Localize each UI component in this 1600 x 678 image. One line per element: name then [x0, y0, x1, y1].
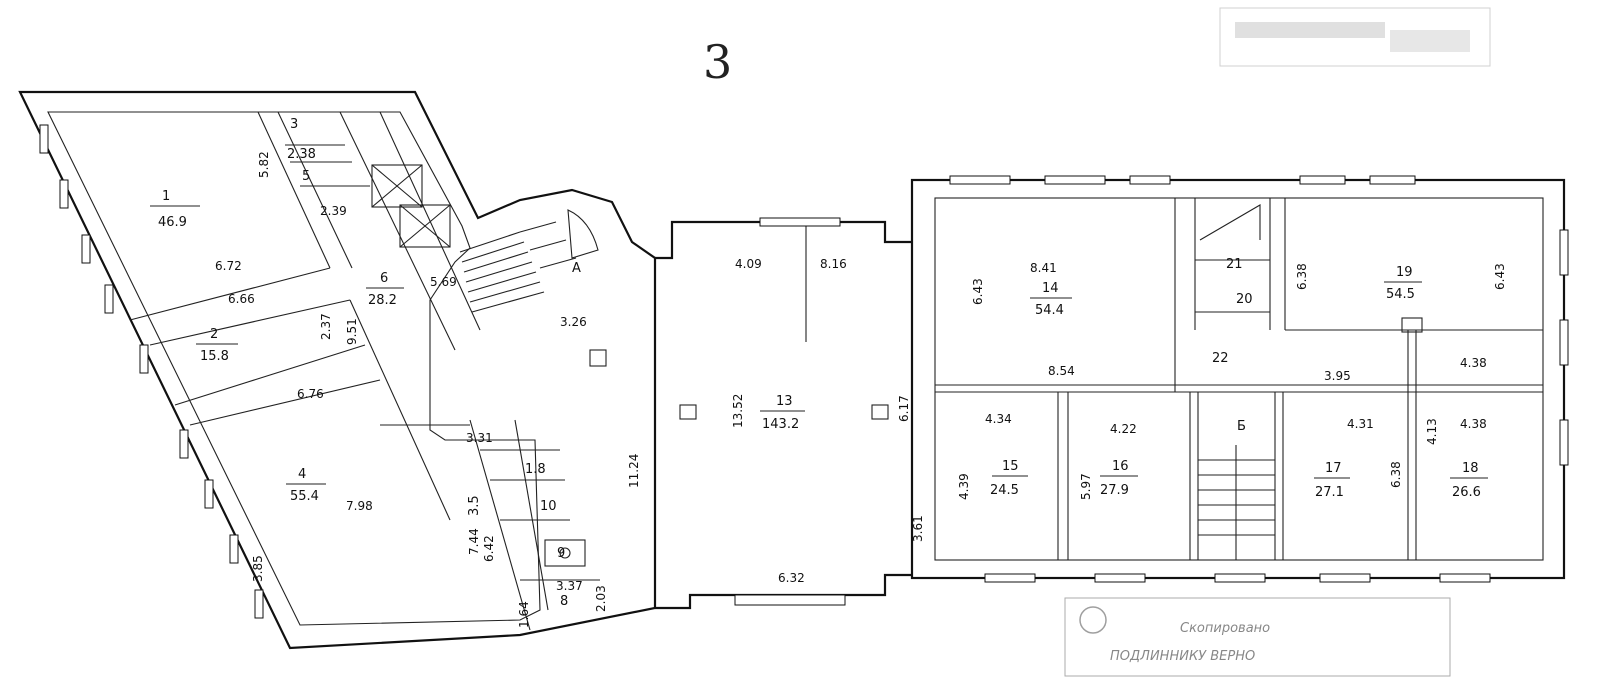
stair-a-label: A [572, 261, 581, 276]
room-17-area: 27.1 [1315, 485, 1344, 500]
dim-4-34: 4.34 [985, 412, 1012, 426]
stamp-line-2: ПОДЛИННИКУ ВЕРНО [1110, 649, 1255, 664]
dim-4-39: 4.39 [957, 473, 971, 500]
hall-13 [655, 217, 912, 610]
dim-4-22: 4.22 [1110, 422, 1137, 436]
dim-3-37: 3.37 [556, 579, 583, 593]
room-3-number: 3 [290, 117, 298, 132]
bottom-stamp: Скопировано ПОДЛИННИКУ ВЕРНО [1064, 597, 1451, 677]
dim-6-43-right: 6.43 [1493, 263, 1507, 290]
room-3-area: 2.38 [287, 147, 316, 162]
dim-11-24: 11.24 [627, 454, 641, 488]
room-7-area: 3.5 [467, 495, 482, 516]
left-windows [39, 124, 264, 619]
stamp-line-1: Скопировано [1180, 621, 1270, 636]
dim-3-95: 3.95 [1324, 369, 1351, 383]
room-20-number: 20 [1236, 292, 1253, 307]
room-2-number: 2 [210, 327, 218, 342]
dim-3-26: 3.26 [560, 315, 587, 329]
dim-2-39: 2.39 [320, 204, 347, 218]
room-5-number: 5 [302, 169, 310, 184]
dim-6-66: 6.66 [228, 292, 255, 306]
dim-6-38-top: 6.38 [1295, 263, 1309, 290]
room-4-number: 4 [298, 467, 306, 482]
dim-3-85: 3.85 [251, 555, 265, 582]
stair-a-treads [459, 221, 577, 313]
dim-13-52: 13.52 [731, 394, 745, 428]
room-6-area: 28.2 [368, 293, 397, 308]
room-21-number: 21 [1226, 257, 1243, 272]
room-1-number: 1 [162, 189, 170, 204]
dim-6-43-left: 6.43 [971, 278, 985, 305]
dim-5-97: 5.97 [1079, 473, 1093, 500]
sheet-number: 3 [703, 35, 732, 89]
dim-1-64: 1.64 [517, 601, 531, 628]
top-stamp [1219, 7, 1491, 67]
dim-4-38-bottom: 4.38 [1460, 417, 1487, 431]
dim-2-03: 2.03 [594, 585, 608, 612]
room-16-number: 16 [1112, 459, 1129, 474]
dim-4-38-top: 4.38 [1460, 356, 1487, 370]
room-17-number: 17 [1325, 461, 1342, 476]
room-15-area: 24.5 [990, 483, 1019, 498]
room-4-area: 55.4 [290, 489, 319, 504]
room-14-number: 14 [1042, 281, 1059, 296]
room-14-area: 54.4 [1035, 303, 1064, 318]
room-22-number: 22 [1212, 351, 1229, 366]
room-1-area: 46.9 [158, 215, 187, 230]
stair-b-treads [1198, 445, 1275, 560]
dim-9-51: 9.51 [345, 318, 359, 345]
dim-7-98: 7.98 [346, 499, 373, 513]
room-2-area: 15.8 [200, 349, 229, 364]
dim-5-69: 5.69 [430, 275, 457, 289]
room-13-number: 13 [776, 394, 793, 409]
room-18-area: 26.6 [1452, 485, 1481, 500]
dim-4-09: 4.09 [735, 257, 762, 271]
room-11-area: 1.8 [525, 462, 546, 477]
right-wing [910, 175, 1569, 583]
room-19-area: 54.5 [1386, 287, 1415, 302]
dim-8-54: 8.54 [1048, 364, 1075, 378]
dimension-labels: 6.72 5.82 2.39 6.66 2.37 9.51 5.69 6.76 … [215, 151, 1507, 628]
dim-7-44: 7.44 [467, 528, 481, 555]
dim-3-61: 3.61 [911, 515, 925, 542]
left-wing [18, 90, 657, 650]
room-labels: 1 46.9 2 15.8 3 2.38 4 55.4 5 6 28.2 3.5… [150, 117, 1488, 609]
room-10-number: 10 [540, 499, 557, 514]
room-8-number: 8 [560, 594, 568, 609]
room-15-number: 15 [1002, 459, 1019, 474]
dim-3-31: 3.31 [466, 431, 493, 445]
dim-6-17: 6.17 [897, 395, 911, 422]
room-6-number: 6 [380, 271, 388, 286]
dim-6-38-bottom: 6.38 [1389, 461, 1403, 488]
room-19-number: 19 [1396, 265, 1413, 280]
dim-6-76: 6.76 [297, 387, 324, 401]
room-13-area: 143.2 [762, 417, 799, 432]
room-16-area: 27.9 [1100, 483, 1129, 498]
dim-6-42: 6.42 [482, 535, 496, 562]
dim-6-72: 6.72 [215, 259, 242, 273]
room-9-number: 9 [557, 546, 565, 561]
dim-8-41: 8.41 [1030, 261, 1057, 275]
dim-2-37: 2.37 [319, 313, 333, 340]
stair-b-label: Б [1237, 419, 1246, 434]
right-windows [949, 175, 1569, 583]
dim-4-31: 4.31 [1347, 417, 1374, 431]
dim-5-82: 5.82 [257, 151, 271, 178]
room-18-number: 18 [1462, 461, 1479, 476]
dim-8-16: 8.16 [820, 257, 847, 271]
dim-6-32: 6.32 [778, 571, 805, 585]
dim-4-13: 4.13 [1425, 418, 1439, 445]
